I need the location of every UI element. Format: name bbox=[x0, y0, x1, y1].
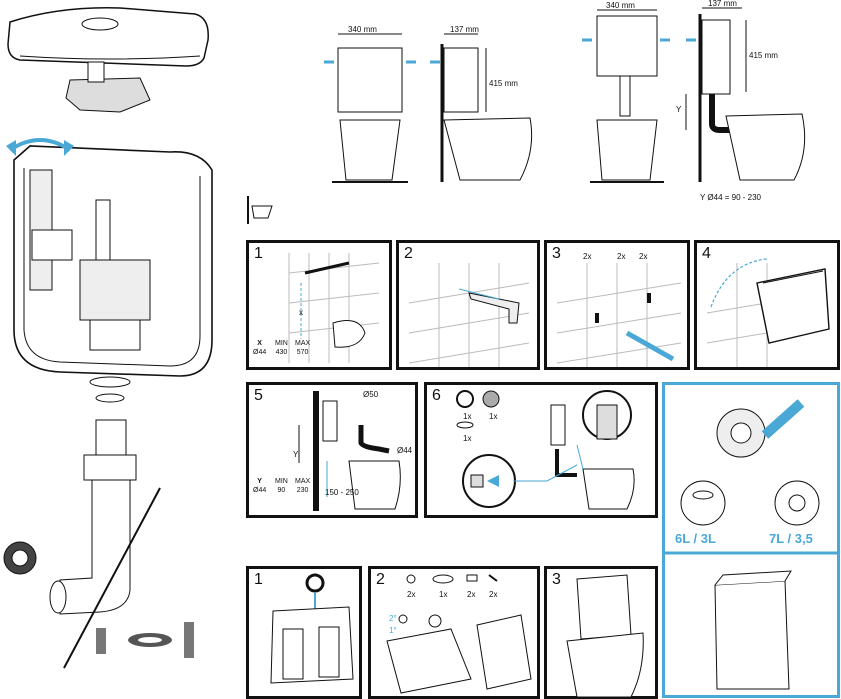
step-number: 2 bbox=[404, 245, 413, 262]
step-1-illustration bbox=[288, 253, 380, 363]
plug-count: 2x bbox=[617, 252, 626, 261]
step-4-illustration bbox=[706, 258, 830, 367]
table-cell-min: 430 bbox=[275, 349, 288, 356]
range-label: 150 - 250 bbox=[325, 488, 359, 497]
table-header-x: X bbox=[257, 340, 262, 347]
x-dimension-label: x bbox=[299, 308, 303, 317]
step-panel-2: 2 bbox=[396, 240, 540, 370]
step-3-illustration bbox=[556, 263, 682, 367]
step-number: 5 bbox=[254, 387, 263, 404]
table-cell-dia: Ø44 bbox=[253, 487, 267, 494]
substep-2-label: 2° bbox=[389, 614, 397, 623]
dimension-drawings bbox=[247, 7, 806, 224]
step-number: 1 bbox=[254, 571, 263, 588]
step-number: 3 bbox=[552, 245, 561, 262]
floor-step-panel-1: 1 bbox=[246, 566, 362, 699]
ring-count: 1x bbox=[463, 434, 472, 443]
step-panel-5: 5 Y Ø50 Ø44 150 - 250 Y Ø44 MIN 90 MAX 230 bbox=[246, 382, 418, 518]
step-number: 4 bbox=[702, 245, 711, 262]
table-header-max: MAX bbox=[295, 340, 311, 347]
step-panel-6: 6 1x 1x 1x bbox=[424, 382, 658, 518]
step-panel-1: 1 x X Ø44 MIN 430 MAX 570 bbox=[246, 240, 392, 370]
dim-y-range: Y Ø44 = 90 - 230 bbox=[700, 193, 762, 202]
step-2-illustration bbox=[408, 263, 530, 367]
table-cell-min: 90 bbox=[277, 487, 286, 494]
screw-count: 2x bbox=[583, 252, 592, 261]
flush-option-6-3: 6L / 3L bbox=[675, 531, 716, 546]
dim-height-side: 415 mm bbox=[489, 79, 518, 88]
flush-volume-illustration bbox=[665, 399, 837, 690]
substep-1-label: 1° bbox=[389, 626, 397, 635]
part-count-1: 2x bbox=[407, 590, 416, 599]
step-number: 1 bbox=[254, 245, 263, 262]
dim-depth-side: 137 mm bbox=[450, 25, 479, 34]
table-header-min: MIN bbox=[275, 340, 288, 347]
table-header-max: MAX bbox=[295, 478, 311, 485]
exploded-view-drawing bbox=[3, 7, 213, 669]
y-dimension-label: Y bbox=[293, 450, 299, 459]
flush-option-7-3-5: 7L / 3,5 bbox=[769, 531, 813, 546]
cone-count: 1x bbox=[489, 412, 498, 421]
dia-50-label: Ø50 bbox=[363, 390, 379, 399]
step-6-illustration bbox=[456, 390, 635, 510]
table-cell-max: 230 bbox=[296, 487, 309, 494]
step-number: 3 bbox=[552, 571, 561, 588]
floor-step-3-illustration bbox=[566, 574, 644, 697]
dim-width-front-2: 340 mm bbox=[606, 1, 635, 10]
step-5-illustration bbox=[298, 391, 401, 511]
part-count-2: 1x bbox=[439, 590, 448, 599]
dim-height-side-2: 415 mm bbox=[749, 51, 778, 60]
table-header-min: MIN bbox=[275, 478, 288, 485]
part-count-4: 2x bbox=[489, 590, 498, 599]
bracket-count: 2x bbox=[639, 252, 648, 261]
part-count-3: 2x bbox=[467, 590, 476, 599]
step-number: 2 bbox=[376, 571, 385, 588]
dim-depth-side-2: 137 mm bbox=[708, 0, 737, 8]
flush-volume-panel: 6L / 3L 7L / 3,5 bbox=[662, 382, 840, 698]
step-panel-4: 4 bbox=[694, 240, 840, 370]
dim-width-front: 340 mm bbox=[348, 25, 377, 34]
step-panel-3: 3 2x 2x 2x bbox=[544, 240, 690, 370]
floor-step-panel-2: 2 2x 1x 2x 2x 2° 1° bbox=[368, 566, 540, 699]
table-header-y: Y bbox=[257, 478, 262, 485]
table-cell-dia: Ø44 bbox=[253, 349, 267, 356]
dia-44-label: Ø44 bbox=[397, 446, 413, 455]
table-cell-max: 570 bbox=[296, 349, 309, 356]
floor-step-1-illustration bbox=[270, 573, 354, 684]
dim-y-letter: Y bbox=[676, 105, 682, 114]
floor-step-panel-3: 3 bbox=[544, 566, 658, 699]
step-number: 6 bbox=[432, 387, 441, 404]
floor-step-2-illustration bbox=[386, 574, 532, 694]
seal-count: 1x bbox=[463, 412, 472, 421]
